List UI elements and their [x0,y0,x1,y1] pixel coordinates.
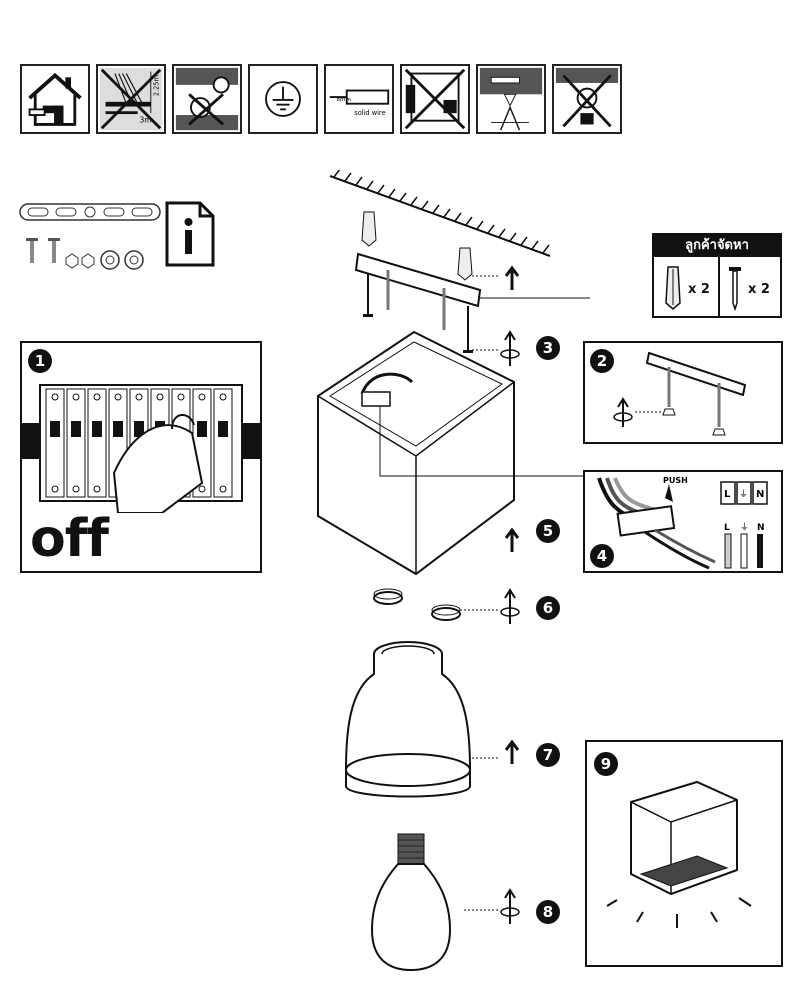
customer-supplied-panel: ลูกค้าจัดหา x 2 x 2 [652,233,782,318]
terminal-n-label: N [756,489,764,500]
anchor-right [457,247,473,281]
terminal-ground-label: ⏚ [739,489,748,500]
parts-kit-illustration [19,203,161,270]
anchor-quantity: x 2 [688,282,710,297]
height-label: 2.25m [152,75,160,96]
wall-anchor-icon [665,266,681,310]
anchor-left [361,211,377,247]
off-label: off [30,509,109,569]
step-2-panel [583,341,783,444]
screw-icon [729,267,741,311]
ceiling-spot-icon [476,64,546,134]
step-1-badge: 1 [28,349,52,373]
step-9-panel [585,740,783,967]
step-4-panel: PUSH L ⏚ N L ⏚ N [583,470,783,573]
step-5-badge: 5 [536,519,560,543]
wire-n-label: N [757,523,765,533]
step-6-badge: 6 [536,596,560,620]
no-halogen-transformer-icon [400,64,470,134]
customer-supplied-title: ลูกค้าจัดหา [654,235,780,257]
step-9-badge: 9 [594,752,618,776]
no-dimmer-icon [172,64,242,134]
step-4-badge: 4 [590,544,614,568]
ceiling-line [329,175,551,257]
indoor-use-icon [20,64,90,134]
glass-shade [344,654,472,771]
step-1-panel: off [20,341,262,573]
no-shower-zone-icon: 2.25m 3m [96,64,166,134]
wire-l-label: L [724,523,730,533]
ground-symbol-icon [248,64,318,134]
wire-ground-label: ⏚ [740,522,749,533]
wiring-connection-illustration: PUSH L ⏚ N L ⏚ N [597,476,768,570]
step-3-badge: 3 [536,336,560,360]
bracket-assembly-illustration [613,351,747,436]
light-bulb [370,863,452,972]
step-8-badge: 8 [536,900,560,924]
solid-wire-icon: 8mm solid wire [324,64,394,134]
breaker-panel-illustration [22,384,260,513]
terminal-l-label: L [724,489,731,500]
no-metal-surface-icon [552,64,622,134]
step-7-badge: 7 [536,743,560,767]
mounting-bracket [354,252,482,308]
push-label: PUSH [663,476,688,485]
wire-type-label: solid wire [354,109,385,117]
distance-label: 3m [139,116,151,125]
info-document-icon [165,201,215,267]
bulb-base [397,833,425,865]
wire-length-label: 8mm [336,97,351,103]
finished-fixture-illustration [606,780,752,928]
step-2-badge: 2 [590,349,614,373]
screw-quantity: x 2 [748,282,770,297]
assembly-diagram [317,170,590,972]
rotate-arrow-icon [613,397,633,427]
